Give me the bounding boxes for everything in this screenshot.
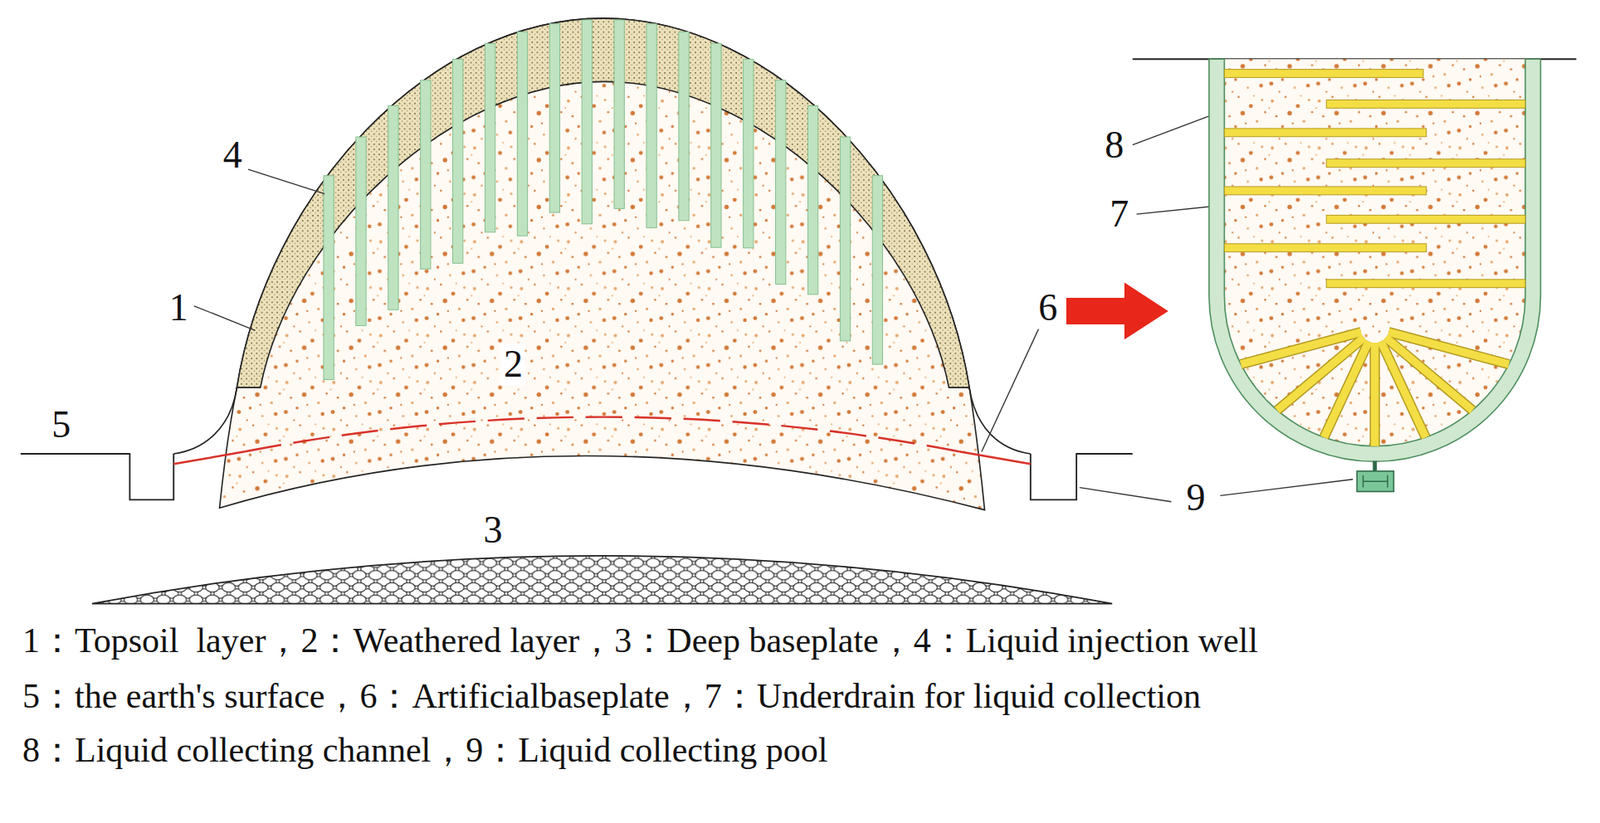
- leader-line: [981, 324, 1041, 453]
- injection-well: [420, 80, 431, 269]
- injection-well: [517, 31, 527, 236]
- underdrain: [1326, 159, 1526, 168]
- injection-well: [711, 43, 722, 248]
- callout-number: 3: [480, 509, 505, 552]
- artificial-baseplate: [959, 451, 1031, 464]
- liquid-collecting-channel: [1209, 58, 1542, 462]
- underdrain: [1326, 99, 1526, 108]
- injection-well: [323, 175, 334, 381]
- callout-number: 2: [501, 343, 526, 386]
- slope-line: [969, 387, 1031, 454]
- callout-number: 5: [48, 403, 74, 446]
- slope-line: [173, 387, 237, 454]
- injection-well: [549, 24, 560, 213]
- underdrain: [1240, 331, 1361, 365]
- leader-line: [248, 169, 325, 195]
- injection-well: [775, 80, 786, 285]
- underdrain: [1326, 214, 1526, 224]
- underdrain: [1224, 69, 1424, 79]
- ground-surface: [20, 453, 174, 500]
- topsoil-layer: [236, 18, 970, 388]
- liquid-collecting-pool: [1356, 471, 1394, 493]
- injection-well: [581, 19, 592, 225]
- injection-well: [839, 136, 850, 342]
- underdrain: [1370, 342, 1379, 447]
- pool-pipe: [1372, 461, 1377, 474]
- injection-well: [646, 24, 657, 229]
- underdrain: [1224, 128, 1426, 137]
- callout-number: 6: [1035, 287, 1060, 330]
- underdrain: [1326, 279, 1526, 288]
- injection-well: [356, 136, 366, 326]
- artificial-baseplate: [244, 417, 959, 453]
- underdrain: [1380, 341, 1426, 438]
- callout-number: 1: [166, 287, 191, 330]
- detail-arrow: [1066, 282, 1169, 341]
- leader-line: [1079, 487, 1172, 503]
- callout-number: 8: [1102, 123, 1127, 166]
- artificial-baseplate: [173, 451, 245, 464]
- leader-line: [1219, 479, 1353, 497]
- legend-text: 1：Topsoil layer，2：Weathered layer，3：Deep…: [22, 621, 1259, 660]
- pool-detail: [1363, 475, 1389, 488]
- deep-baseplate: [92, 556, 1113, 605]
- injection-well: [453, 58, 464, 264]
- injection-well: [743, 58, 754, 248]
- injection-well: [388, 105, 399, 310]
- callout-number: 7: [1107, 193, 1132, 236]
- underdrain: [1224, 186, 1426, 196]
- injection-well: [807, 105, 818, 294]
- legend-text: 5：the earth's surface，6：Artificialbasepl…: [22, 676, 1201, 715]
- underdrain: [1370, 342, 1381, 447]
- injection-well: [678, 31, 689, 220]
- injection-well: [614, 19, 625, 209]
- legend-text: 8：Liquid collecting channel，9：Liquid col…: [22, 731, 828, 770]
- leader-line: [194, 306, 256, 332]
- weathered-layer: [219, 18, 986, 510]
- radial-underdrain: [1240, 331, 1509, 447]
- underdrain: [1224, 243, 1426, 253]
- injection-well: [872, 175, 883, 365]
- injection-well: [484, 43, 495, 232]
- detail-fill: [1224, 58, 1526, 446]
- callout-number: 4: [220, 134, 245, 177]
- callout-number: 9: [1184, 477, 1209, 520]
- leader-line: [1132, 114, 1215, 146]
